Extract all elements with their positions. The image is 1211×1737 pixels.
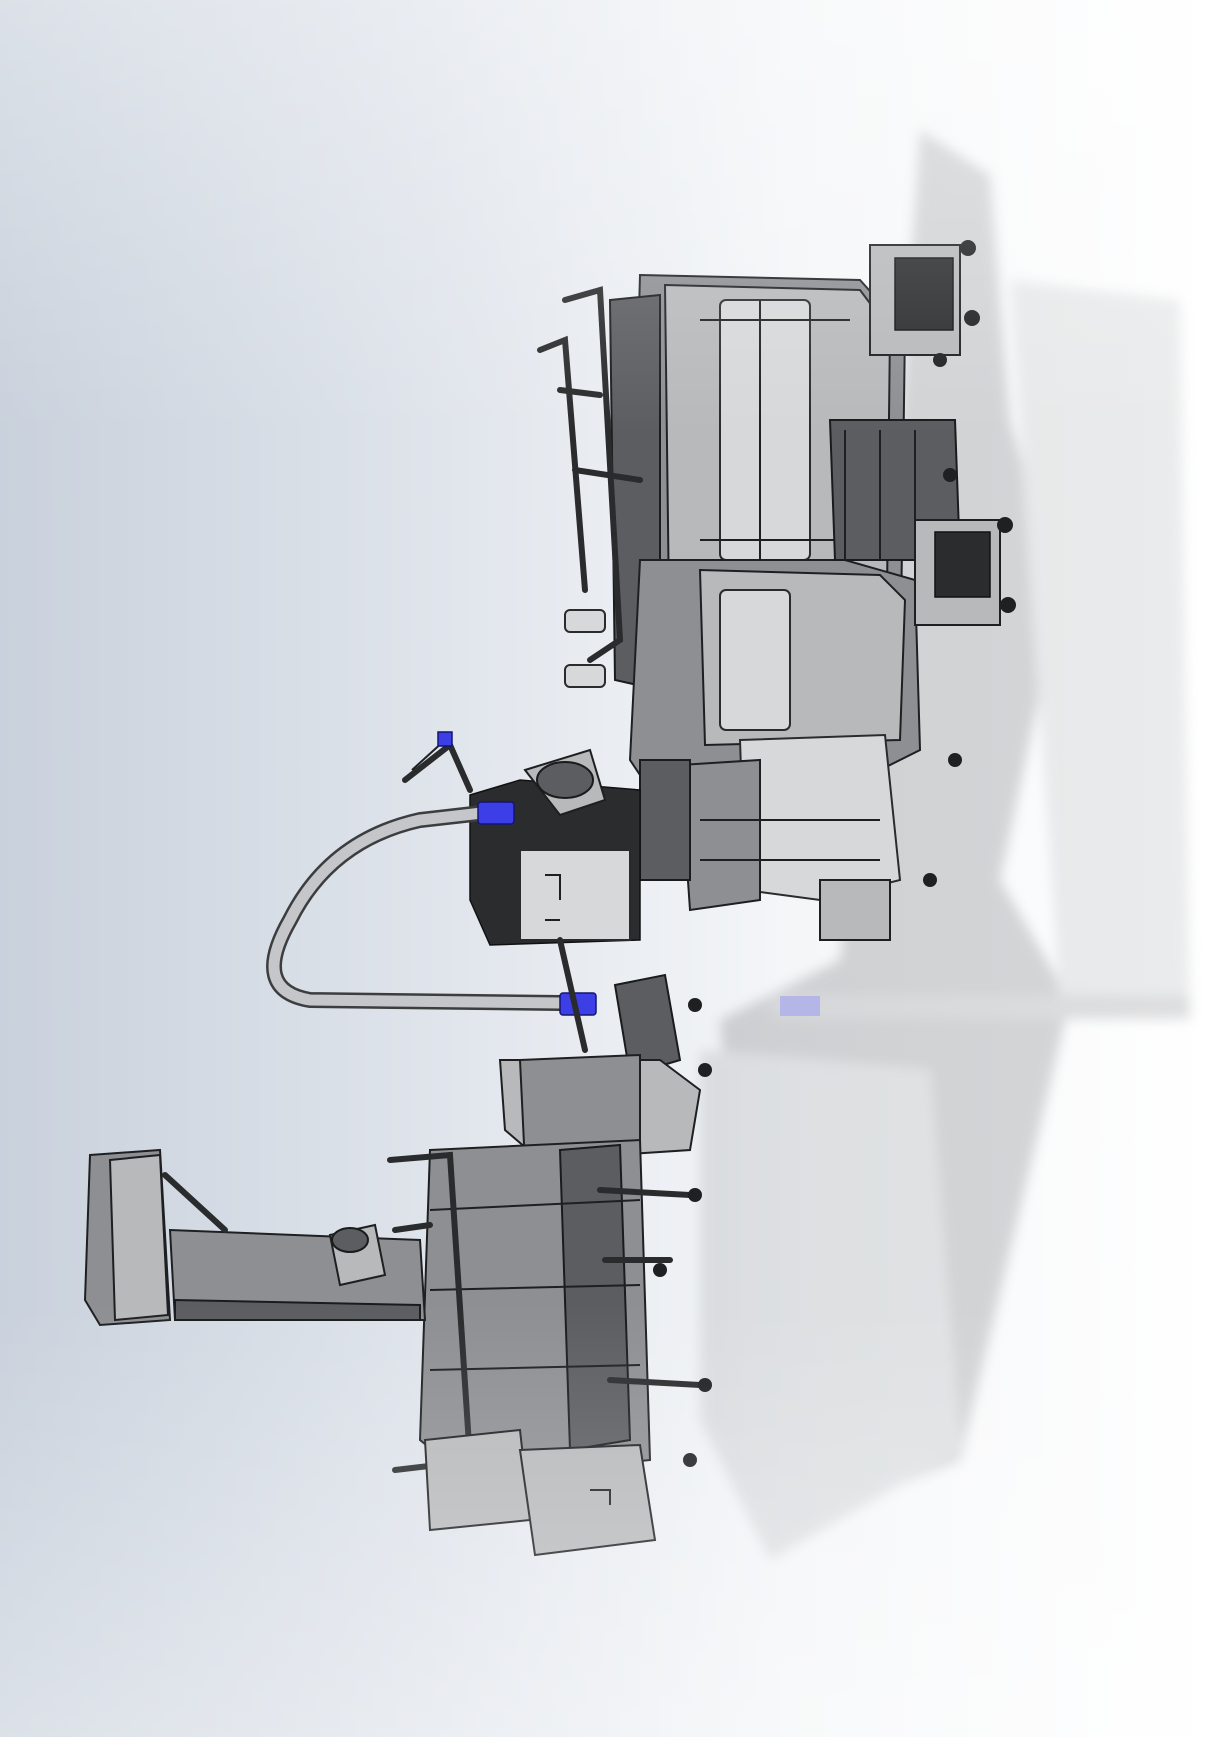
upper-tank-assembly xyxy=(537,240,1016,941)
base-drum xyxy=(738,733,902,902)
transfer-pipe xyxy=(266,731,597,1016)
front-cover-box xyxy=(518,1443,657,1557)
blue-clamp xyxy=(437,731,453,747)
motor-cover-plate xyxy=(519,849,631,941)
blue-coupling-upper xyxy=(477,801,515,825)
motor-housing xyxy=(469,748,641,946)
reflected-coupling xyxy=(780,996,820,1016)
lower-machine-assembly xyxy=(83,937,712,1557)
upper-tank-door xyxy=(719,299,811,561)
